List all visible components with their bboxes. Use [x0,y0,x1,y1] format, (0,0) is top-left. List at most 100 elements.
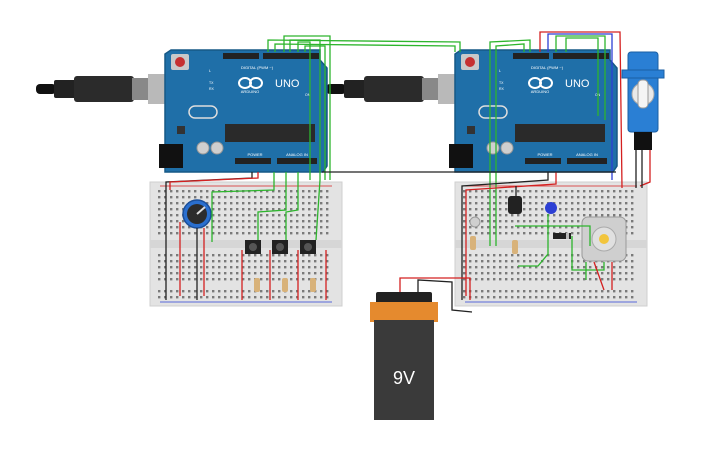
breadboard-hole [565,190,568,193]
breadboard-hole [463,278,466,281]
breadboard-hole [170,202,173,205]
breadboard-hole [463,272,466,275]
breadboard-hole [559,254,562,257]
breadboard-hole [505,232,508,235]
breadboard-hole [188,226,191,229]
breadboard-hole [326,190,329,193]
breadboard-hole [224,202,227,205]
breadboard-hole [601,190,604,193]
digital-header [263,53,319,59]
breadboard-hole [463,202,466,205]
breadboard-hole [571,214,574,217]
breadboard-hole [607,278,610,281]
breadboard-hole [571,202,574,205]
breadboard-hole [571,208,574,211]
breadboard-hole [230,196,233,199]
breadboard-hole [505,278,508,281]
breadboard-hole [326,260,329,263]
breadboard-hole [589,196,592,199]
breadboard-hole [529,220,532,223]
breadboard-hole [493,202,496,205]
breadboard-hole [284,202,287,205]
breadboard-hole [236,266,239,269]
atmega-chip [515,124,605,142]
breadboard-hole [272,214,275,217]
breadboard-hole [230,232,233,235]
breadboard-hole [326,208,329,211]
breadboard-hole [230,272,233,275]
breadboard-hole [577,266,580,269]
breadboard-hole [481,266,484,269]
board-model: UNO [565,78,590,90]
breadboard-hole [296,196,299,199]
breadboard-hole [493,214,496,217]
breadboard-hole [260,254,263,257]
breadboard-hole [535,260,538,263]
breadboard-hole [200,278,203,281]
breadboard-hole [583,296,586,299]
breadboard-hole [272,290,275,293]
breadboard-hole [284,190,287,193]
breadboard-hole [194,260,197,263]
breadboard-hole [314,202,317,205]
breadboard-hole [559,202,562,205]
led [469,216,481,228]
breadboard-hole [236,278,239,281]
breadboard-hole [493,190,496,193]
breadboard-hole [619,190,622,193]
breadboard-hole [529,208,532,211]
breadboard-hole [164,290,167,293]
breadboard-hole [236,214,239,217]
servo-motor [621,51,665,150]
breadboard-hole [595,290,598,293]
breadboard-hole [200,232,203,235]
breadboard-hole [236,208,239,211]
breadboard-hole [523,226,526,229]
breadboard-hole [631,290,634,293]
breadboard-hole [583,290,586,293]
breadboard-hole [308,278,311,281]
breadboard-hole [487,254,490,257]
breadboard-hole [314,190,317,193]
breadboard-hole [517,278,520,281]
breadboard-hole [248,266,251,269]
breadboard-hole [565,296,568,299]
breadboard-hole [266,278,269,281]
breadboard-hole [631,260,634,263]
breadboard-hole [212,232,215,235]
breadboard-hole [320,260,323,263]
breadboard-hole [242,260,245,263]
breadboard-hole [625,190,628,193]
breadboard-hole [278,196,281,199]
breadboard-hole [607,196,610,199]
breadboard-hole [164,202,167,205]
breadboard-hole [493,296,496,299]
breadboard-hole [475,272,478,275]
breadboard-hole [475,202,478,205]
breadboard-hole [499,266,502,269]
breadboard-hole [499,254,502,257]
breadboard-hole [487,290,490,293]
svg-text:ANALOG IN: ANALOG IN [286,152,308,157]
breadboard-hole [583,266,586,269]
breadboard-hole [511,190,514,193]
breadboard-hole [607,296,610,299]
breadboard-hole [272,226,275,229]
svg-text:RX: RX [209,87,215,91]
breadboard-hole [595,208,598,211]
breadboard-hole [541,232,544,235]
breadboard-hole [529,196,532,199]
breadboard-hole [272,220,275,223]
breadboard-hole [475,296,478,299]
breadboard-hole [188,296,191,299]
breadboard-hole [625,214,628,217]
breadboard-hole [230,254,233,257]
resistor [254,278,316,292]
diode [553,233,571,239]
breadboard-hole [505,290,508,293]
breadboard-hole [194,296,197,299]
breadboard-hole [290,260,293,263]
breadboard-hole [565,254,568,257]
svg-text:TX: TX [499,81,504,85]
breadboard-hole [302,196,305,199]
